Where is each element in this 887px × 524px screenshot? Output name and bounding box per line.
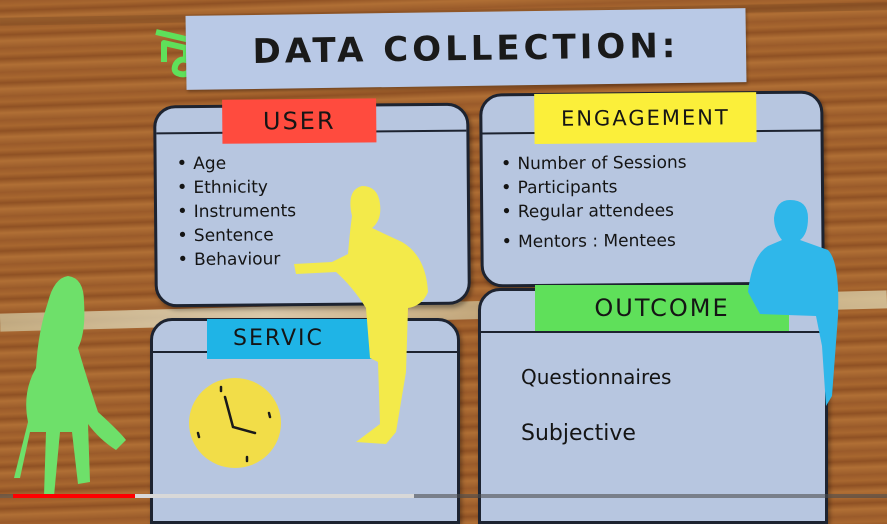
played-bar (13, 494, 135, 498)
green-woman-figure (14, 276, 126, 496)
list-item: Instruments (177, 199, 297, 224)
list-item: Behaviour (177, 247, 296, 272)
outcome-heading: OUTCOME (535, 285, 789, 331)
list-item: Ethnicity (177, 175, 296, 200)
list-item: Regular attendees (501, 199, 687, 225)
buffered-bar (13, 494, 414, 498)
video-progress-bar[interactable] (0, 494, 887, 498)
blue-person-figure (748, 200, 839, 406)
clock-icon (189, 378, 281, 468)
service-card: SERVIC (150, 318, 460, 524)
user-heading: USER (222, 98, 377, 144)
list-item: Age (177, 151, 296, 176)
list-item: Participants (501, 175, 687, 201)
page-title: DATA COLLECTION: (185, 8, 747, 90)
engagement-items: Number of Sessions Participants Regular … (501, 151, 688, 255)
list-item: Number of Sessions (501, 151, 687, 177)
engagement-heading: ENGAGEMENT (534, 92, 757, 145)
service-heading: SERVIC (207, 319, 397, 359)
yellow-guitarist-figure (294, 186, 428, 444)
user-items: Age Ethnicity Instruments Sentence Behav… (177, 151, 297, 272)
outcome-item: Questionnaires (521, 365, 672, 389)
list-item: Mentors : Mentees (501, 229, 687, 255)
outcome-item: Subjective (521, 421, 636, 446)
list-item: Sentence (177, 223, 296, 248)
outcome-card: OUTCOME Questionnaires Subjective (478, 285, 828, 524)
